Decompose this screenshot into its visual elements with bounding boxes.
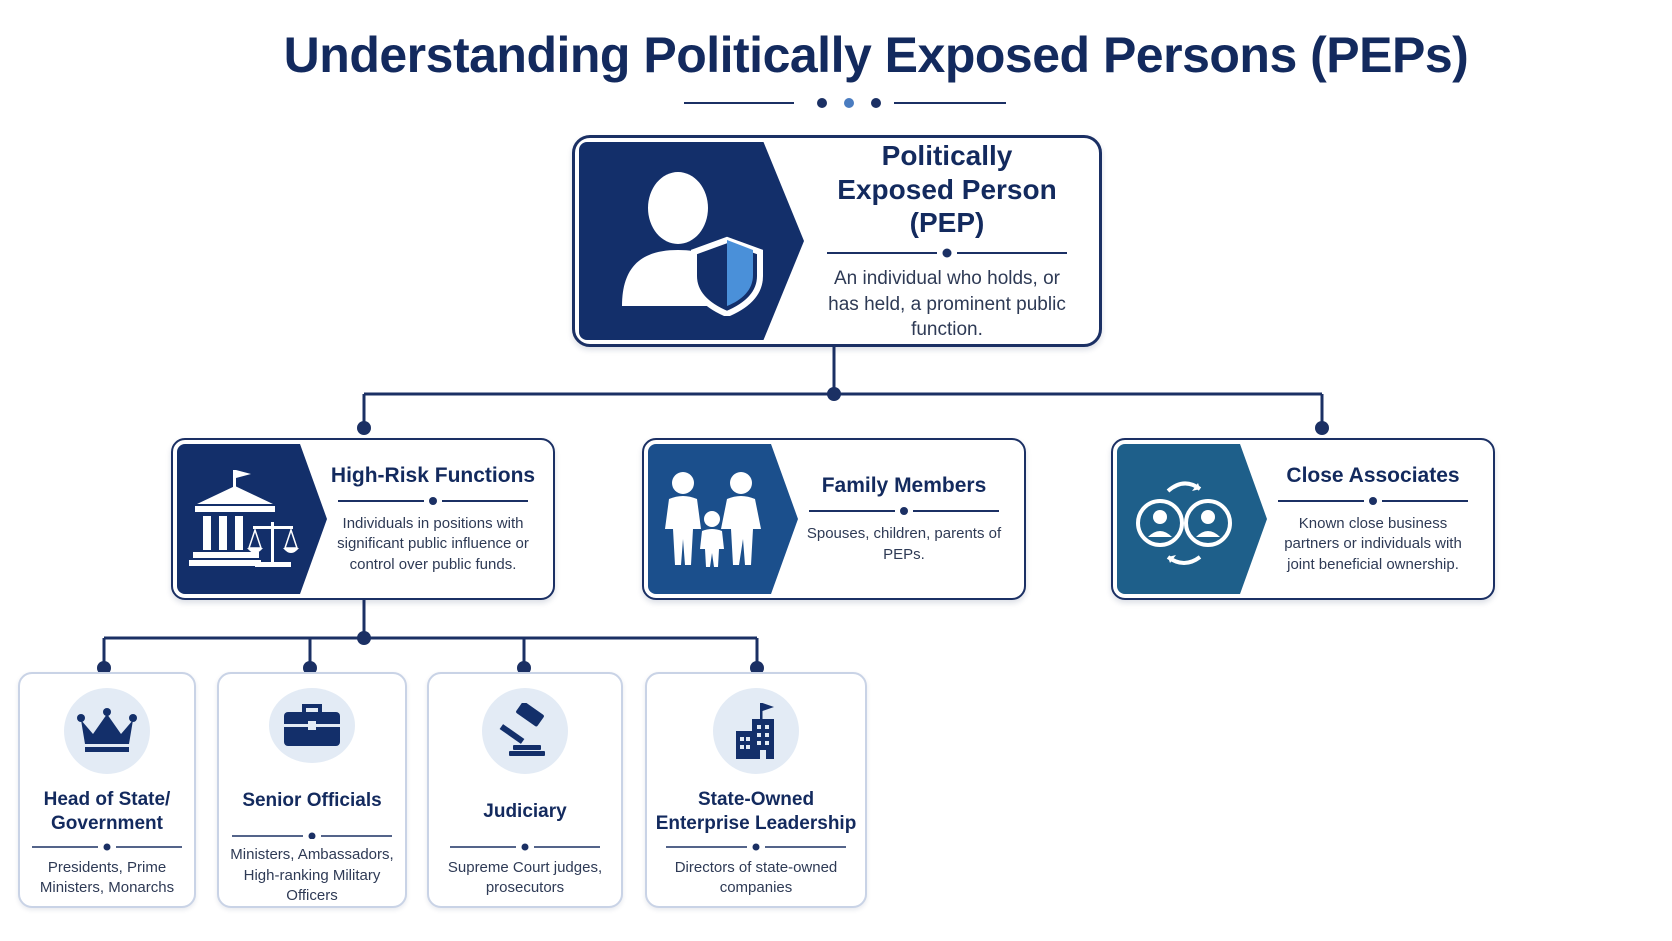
page-title: Understanding Politically Exposed Person… xyxy=(283,27,1469,83)
divider xyxy=(232,832,392,840)
pep-definition-card: Politically Exposed Person (PEP) An indi… xyxy=(572,135,1102,347)
function-description: Presidents, Prime Ministers, Monarchs xyxy=(39,859,175,897)
courthouse-scales-icon xyxy=(189,470,299,567)
pep-text: Politically Exposed Person (PEP) An indi… xyxy=(805,138,1089,344)
building-flag-icon xyxy=(736,703,774,759)
divider xyxy=(827,248,1067,258)
close-associates-card: Close Associates Known close business pa… xyxy=(1111,438,1495,600)
state-owned-enterprise-card: State-Owned Enterprise Leadership Direct… xyxy=(645,672,867,908)
function-description: Supreme Court judges, prosecutors xyxy=(447,859,603,897)
associates-text: Close Associates Known close business pa… xyxy=(1263,440,1483,598)
briefcase-icon xyxy=(284,704,340,747)
associates-cycle-icon xyxy=(1136,481,1232,565)
high-risk-text: High-Risk Functions Individuals in posit… xyxy=(323,440,543,598)
category-description: Spouses, children, parents of PEPs. xyxy=(806,525,1002,563)
senior-officials-card: Senior Officials Ministers, Ambassadors,… xyxy=(217,672,407,908)
gavel-icon xyxy=(499,703,545,756)
title-decoration xyxy=(684,98,1006,108)
divider xyxy=(809,507,999,516)
associates-icon-panel xyxy=(1117,444,1267,594)
function-heading: Senior Officials xyxy=(242,789,382,811)
crown-icon-circle xyxy=(64,688,150,774)
judiciary-card: Judiciary Supreme Court judges, prosecut… xyxy=(427,672,623,908)
category-description: Known close business partners or individ… xyxy=(1284,515,1462,573)
building-icon-circle xyxy=(713,688,799,774)
function-heading: Judiciary xyxy=(483,801,567,823)
gavel-icon-circle xyxy=(482,688,568,774)
function-description: Directors of state-owned companies xyxy=(674,859,838,897)
family-members-card: Family Members Spouses, children, parent… xyxy=(642,438,1026,600)
divider xyxy=(338,497,528,506)
high-risk-icon-panel xyxy=(177,444,327,594)
divider xyxy=(1278,497,1468,506)
divider xyxy=(32,843,182,851)
category-heading: High-Risk Functions xyxy=(330,464,536,488)
category-description: Individuals in positions with significan… xyxy=(337,515,529,573)
pep-heading: Politically Exposed Person (PEP) xyxy=(837,140,1057,239)
head-of-state-card: Head of State/ Government Presidents, Pr… xyxy=(18,672,196,908)
crown-icon xyxy=(77,708,137,752)
divider xyxy=(666,843,846,851)
function-description: Ministers, Ambassadors, High-ranking Mil… xyxy=(230,846,394,904)
high-risk-functions-card: High-Risk Functions Individuals in posit… xyxy=(171,438,555,600)
pep-description: An individual who holds, or has held, a … xyxy=(828,267,1066,341)
briefcase-icon-circle xyxy=(269,688,355,763)
function-heading: State-Owned Enterprise Leadership xyxy=(655,789,857,834)
pep-icon-panel xyxy=(579,142,804,340)
family-icon-panel xyxy=(648,444,798,594)
person-shield-icon xyxy=(621,172,763,316)
family-text: Family Members Spouses, children, parent… xyxy=(794,440,1014,598)
divider xyxy=(450,843,600,851)
category-heading: Close Associates xyxy=(1286,464,1460,488)
family-icon xyxy=(665,472,761,567)
function-heading: Head of State/ Government xyxy=(43,789,171,834)
category-heading: Family Members xyxy=(821,474,987,498)
